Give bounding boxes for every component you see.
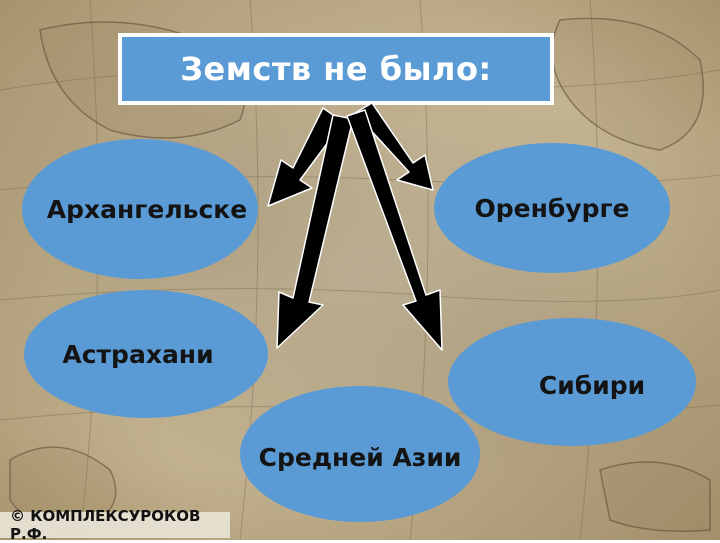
- label-central-asia: Средней Азии: [258, 442, 462, 472]
- oval-central-asia: Средней Азии: [240, 386, 480, 522]
- arrow-to-central-asia: [346, 109, 443, 351]
- oval-astrakhan: Астрахани: [24, 290, 268, 418]
- oval-orenburg: Оренбурге: [434, 143, 670, 273]
- oval-arkhangelsk: Архангельске: [22, 139, 258, 279]
- arrow-to-orenburg: [354, 102, 434, 191]
- title-box: Земств не было:: [118, 33, 554, 105]
- label-orenburg: Оренбурге: [474, 193, 630, 223]
- copyright-text: © КОМПЛЕКСУРОКОВ Р.Ф.: [10, 507, 201, 543]
- label-astrakhan: Астрахани: [62, 339, 214, 369]
- arrow-to-astrakhan: [276, 114, 354, 349]
- oval-siberia: Сибири: [448, 318, 696, 446]
- copyright-footer: © КОМПЛЕКСУРОКОВ Р.Ф.: [0, 507, 230, 543]
- label-arkhangelsk: Архангельске: [46, 194, 248, 224]
- title-text: Земств не было:: [180, 50, 492, 88]
- label-siberia: Сибири: [538, 370, 646, 400]
